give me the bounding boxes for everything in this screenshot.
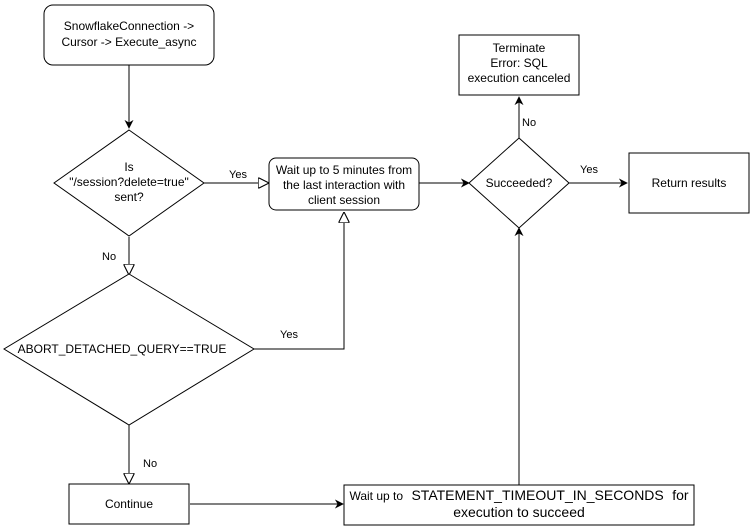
edge-label-abort-yes: Yes — [280, 329, 298, 341]
session-decision-label-1: Is — [124, 160, 133, 174]
return-results-label: Return results — [652, 176, 727, 190]
terminate-label-1: Terminate — [493, 41, 546, 55]
terminate-label-2: Error: SQL — [490, 56, 548, 70]
wait-timeout-label-2: execution to succeed — [453, 504, 585, 520]
session-decision-label-2: "/session?delete=true" — [69, 175, 189, 189]
wait-timeout-prefix: Wait up to — [349, 489, 403, 503]
wait-5-minutes-label-1: Wait up to 5 minutes from — [276, 163, 412, 177]
edge-label-succeeded-yes: Yes — [580, 164, 598, 176]
start-node: SnowflakeConnection -> Cursor -> Execute… — [43, 4, 215, 66]
abort-decision-label: ABORT_DETACHED_QUERY==TRUE — [18, 342, 227, 356]
start-node-label-1: SnowflakeConnection -> — [64, 19, 194, 33]
session-delete-decision: Is "/session?delete=true" sent? — [53, 129, 205, 237]
wait-5-minutes-label-2: the last interaction with — [283, 178, 405, 192]
wait-timeout-suffix: for — [672, 487, 689, 503]
abort-detached-query-decision: ABORT_DETACHED_QUERY==TRUE — [3, 273, 255, 426]
wait-5-minutes-node: Wait up to 5 minutes from the last inter… — [268, 157, 420, 211]
edge-label-abort-no: No — [143, 458, 157, 470]
edge-label-succeeded-no: No — [522, 117, 536, 129]
session-decision-label-3: sent? — [114, 190, 144, 204]
wait-timeout-label-1: Wait up to STATEMENT_TIMEOUT_IN_SECONDS … — [349, 487, 688, 504]
continue-node: Continue — [68, 483, 190, 525]
wait-5-minutes-label-3: client session — [308, 193, 380, 207]
terminate-label-3: execution canceled — [468, 71, 571, 85]
succeeded-decision: Succeeded? — [468, 137, 570, 229]
edge-label-session-yes: Yes — [229, 169, 247, 181]
return-results-node: Return results — [628, 152, 750, 214]
terminate-node: Terminate Error: SQL execution canceled — [458, 34, 580, 96]
wait-statement-timeout-node: Wait up to STATEMENT_TIMEOUT_IN_SECONDS … — [343, 484, 695, 526]
wait-timeout-param: STATEMENT_TIMEOUT_IN_SECONDS — [411, 487, 663, 503]
succeeded-decision-label: Succeeded? — [486, 176, 553, 190]
edge-abort-yes — [254, 213, 344, 350]
continue-label: Continue — [105, 497, 153, 511]
start-node-label-2: Cursor -> Execute_async — [61, 35, 196, 49]
edge-label-session-no: No — [102, 251, 116, 263]
